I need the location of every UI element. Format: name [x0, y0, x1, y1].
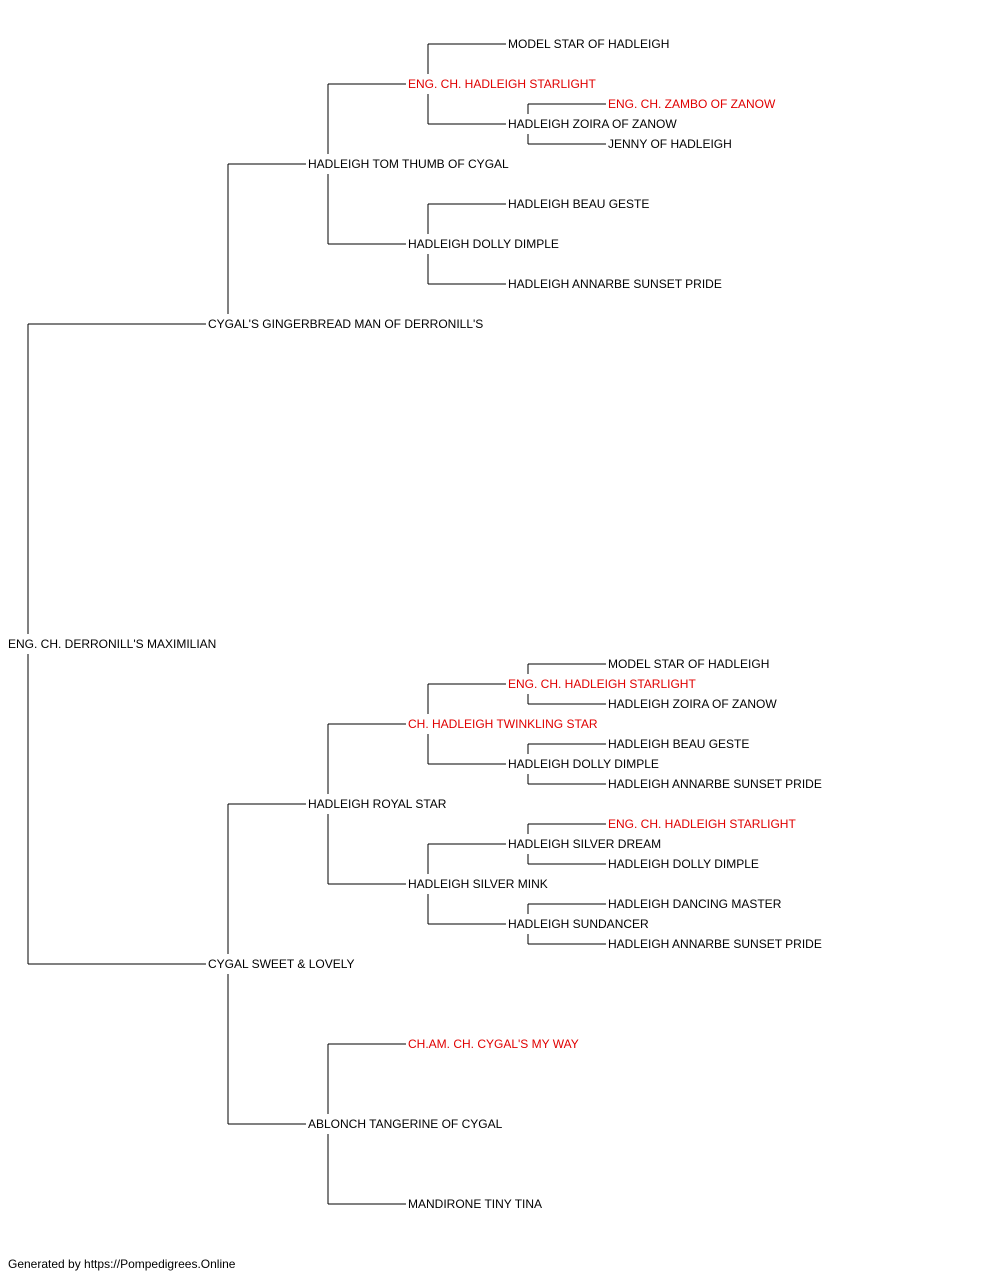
- dog-name-eng-ch-derronill-s-maximilian: ENG. CH. DERRONILL'S MAXIMILIAN: [8, 637, 216, 651]
- dog-name-cygal-sweet-lovely: CYGAL SWEET & LOVELY: [208, 957, 355, 971]
- dog-name-hadleigh-dolly-dimple: HADLEIGH DOLLY DIMPLE: [508, 757, 659, 771]
- dog-name-mandirone-tiny-tina: MANDIRONE TINY TINA: [408, 1197, 542, 1211]
- dog-name-model-star-of-hadleigh: MODEL STAR OF HADLEIGH: [508, 37, 669, 51]
- dog-name-hadleigh-dolly-dimple: HADLEIGH DOLLY DIMPLE: [408, 237, 559, 251]
- dog-name-hadleigh-beau-geste: HADLEIGH BEAU GESTE: [508, 197, 649, 211]
- dog-name-hadleigh-zoira-of-zanow: HADLEIGH ZOIRA OF ZANOW: [508, 117, 677, 131]
- dog-name-hadleigh-annarbe-sunset-pride: HADLEIGH ANNARBE SUNSET PRIDE: [608, 937, 822, 951]
- dog-name-eng-ch-hadleigh-starlight: ENG. CH. HADLEIGH STARLIGHT: [608, 817, 796, 831]
- dog-name-hadleigh-silver-mink: HADLEIGH SILVER MINK: [408, 877, 548, 891]
- dog-name-hadleigh-sundancer: HADLEIGH SUNDANCER: [508, 917, 649, 931]
- dog-name-model-star-of-hadleigh: MODEL STAR OF HADLEIGH: [608, 657, 769, 671]
- dog-name-hadleigh-annarbe-sunset-pride: HADLEIGH ANNARBE SUNSET PRIDE: [608, 777, 822, 791]
- dog-name-ch-am-ch-cygal-s-my-way: CH.AM. CH. CYGAL'S MY WAY: [408, 1037, 579, 1051]
- dog-name-eng-ch-zambo-of-zanow: ENG. CH. ZAMBO OF ZANOW: [608, 97, 776, 111]
- dog-name-hadleigh-beau-geste: HADLEIGH BEAU GESTE: [608, 737, 749, 751]
- dog-name-hadleigh-silver-dream: HADLEIGH SILVER DREAM: [508, 837, 661, 851]
- dog-name-eng-ch-hadleigh-starlight: ENG. CH. HADLEIGH STARLIGHT: [508, 677, 696, 691]
- dog-name-eng-ch-hadleigh-starlight: ENG. CH. HADLEIGH STARLIGHT: [408, 77, 596, 91]
- dog-name-hadleigh-zoira-of-zanow: HADLEIGH ZOIRA OF ZANOW: [608, 697, 777, 711]
- dog-name-jenny-of-hadleigh: JENNY OF HADLEIGH: [608, 137, 732, 151]
- dog-name-hadleigh-dolly-dimple: HADLEIGH DOLLY DIMPLE: [608, 857, 759, 871]
- dog-name-hadleigh-tom-thumb-of-cygal: HADLEIGH TOM THUMB OF CYGAL: [308, 157, 509, 171]
- footer-credit: Generated by https://Pompedigrees.Online: [8, 1257, 236, 1271]
- dog-name-hadleigh-annarbe-sunset-pride: HADLEIGH ANNARBE SUNSET PRIDE: [508, 277, 722, 291]
- dog-name-cygal-s-gingerbread-man-of-derronill-s: CYGAL'S GINGERBREAD MAN OF DERRONILL'S: [208, 317, 483, 331]
- dog-name-hadleigh-dancing-master: HADLEIGH DANCING MASTER: [608, 897, 782, 911]
- dog-name-ablonch-tangerine-of-cygal: ABLONCH TANGERINE OF CYGAL: [308, 1117, 503, 1131]
- dog-name-ch-hadleigh-twinkling-star: CH. HADLEIGH TWINKLING STAR: [408, 717, 598, 731]
- dog-name-hadleigh-royal-star: HADLEIGH ROYAL STAR: [308, 797, 447, 811]
